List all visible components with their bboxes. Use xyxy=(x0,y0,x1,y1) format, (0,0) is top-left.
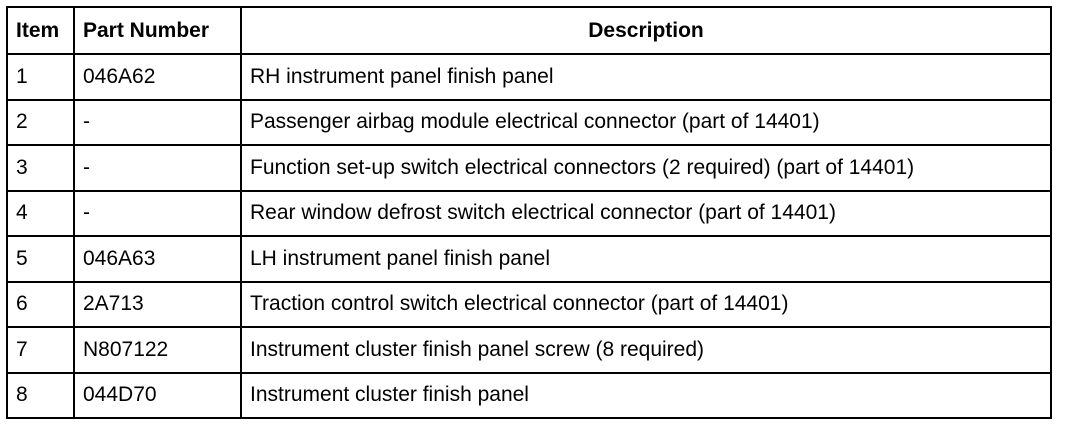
table-row: 7 N807122 Instrument cluster finish pane… xyxy=(6,326,1052,374)
cell-item: 4 xyxy=(6,189,75,237)
column-header-part-number: Part Number xyxy=(73,6,242,55)
parts-table: Item Part Number Description 1 046A62 RH… xyxy=(6,6,1052,419)
cell-description: Passenger airbag module electrical conne… xyxy=(240,98,1052,146)
cell-part-number: 046A63 xyxy=(73,235,242,283)
table-header-row: Item Part Number Description xyxy=(6,6,1052,55)
cell-description: Instrument cluster finish panel screw (8… xyxy=(240,326,1052,374)
cell-part-number: 046A62 xyxy=(73,53,242,101)
table-row: 5 046A63 LH instrument panel finish pane… xyxy=(6,235,1052,283)
cell-description: Instrument cluster finish panel xyxy=(240,371,1052,419)
cell-item: 1 xyxy=(6,53,75,101)
table-row: 4 - Rear window defrost switch electrica… xyxy=(6,189,1052,237)
cell-item: 5 xyxy=(6,235,75,283)
parts-table-container: Item Part Number Description 1 046A62 RH… xyxy=(6,6,1052,419)
cell-part-number: N807122 xyxy=(73,326,242,374)
cell-description: Function set-up switch electrical connec… xyxy=(240,144,1052,192)
column-header-description: Description xyxy=(240,6,1052,55)
cell-item: 3 xyxy=(6,144,75,192)
table-row: 6 2A713 Traction control switch electric… xyxy=(6,280,1052,328)
cell-item: 2 xyxy=(6,98,75,146)
cell-part-number: 2A713 xyxy=(73,280,242,328)
cell-item: 7 xyxy=(6,326,75,374)
cell-description: LH instrument panel finish panel xyxy=(240,235,1052,283)
cell-part-number: - xyxy=(73,98,242,146)
cell-part-number: - xyxy=(73,189,242,237)
cell-description: Rear window defrost switch electrical co… xyxy=(240,189,1052,237)
cell-description: Traction control switch electrical conne… xyxy=(240,280,1052,328)
cell-item: 6 xyxy=(6,280,75,328)
table-row: 2 - Passenger airbag module electrical c… xyxy=(6,98,1052,146)
cell-description: RH instrument panel finish panel xyxy=(240,53,1052,101)
cell-part-number: - xyxy=(73,144,242,192)
column-header-item: Item xyxy=(6,6,75,55)
table-row: 1 046A62 RH instrument panel finish pane… xyxy=(6,53,1052,101)
table-row: 8 044D70 Instrument cluster finish panel xyxy=(6,371,1052,419)
cell-item: 8 xyxy=(6,371,75,419)
cell-part-number: 044D70 xyxy=(73,371,242,419)
table-row: 3 - Function set-up switch electrical co… xyxy=(6,144,1052,192)
